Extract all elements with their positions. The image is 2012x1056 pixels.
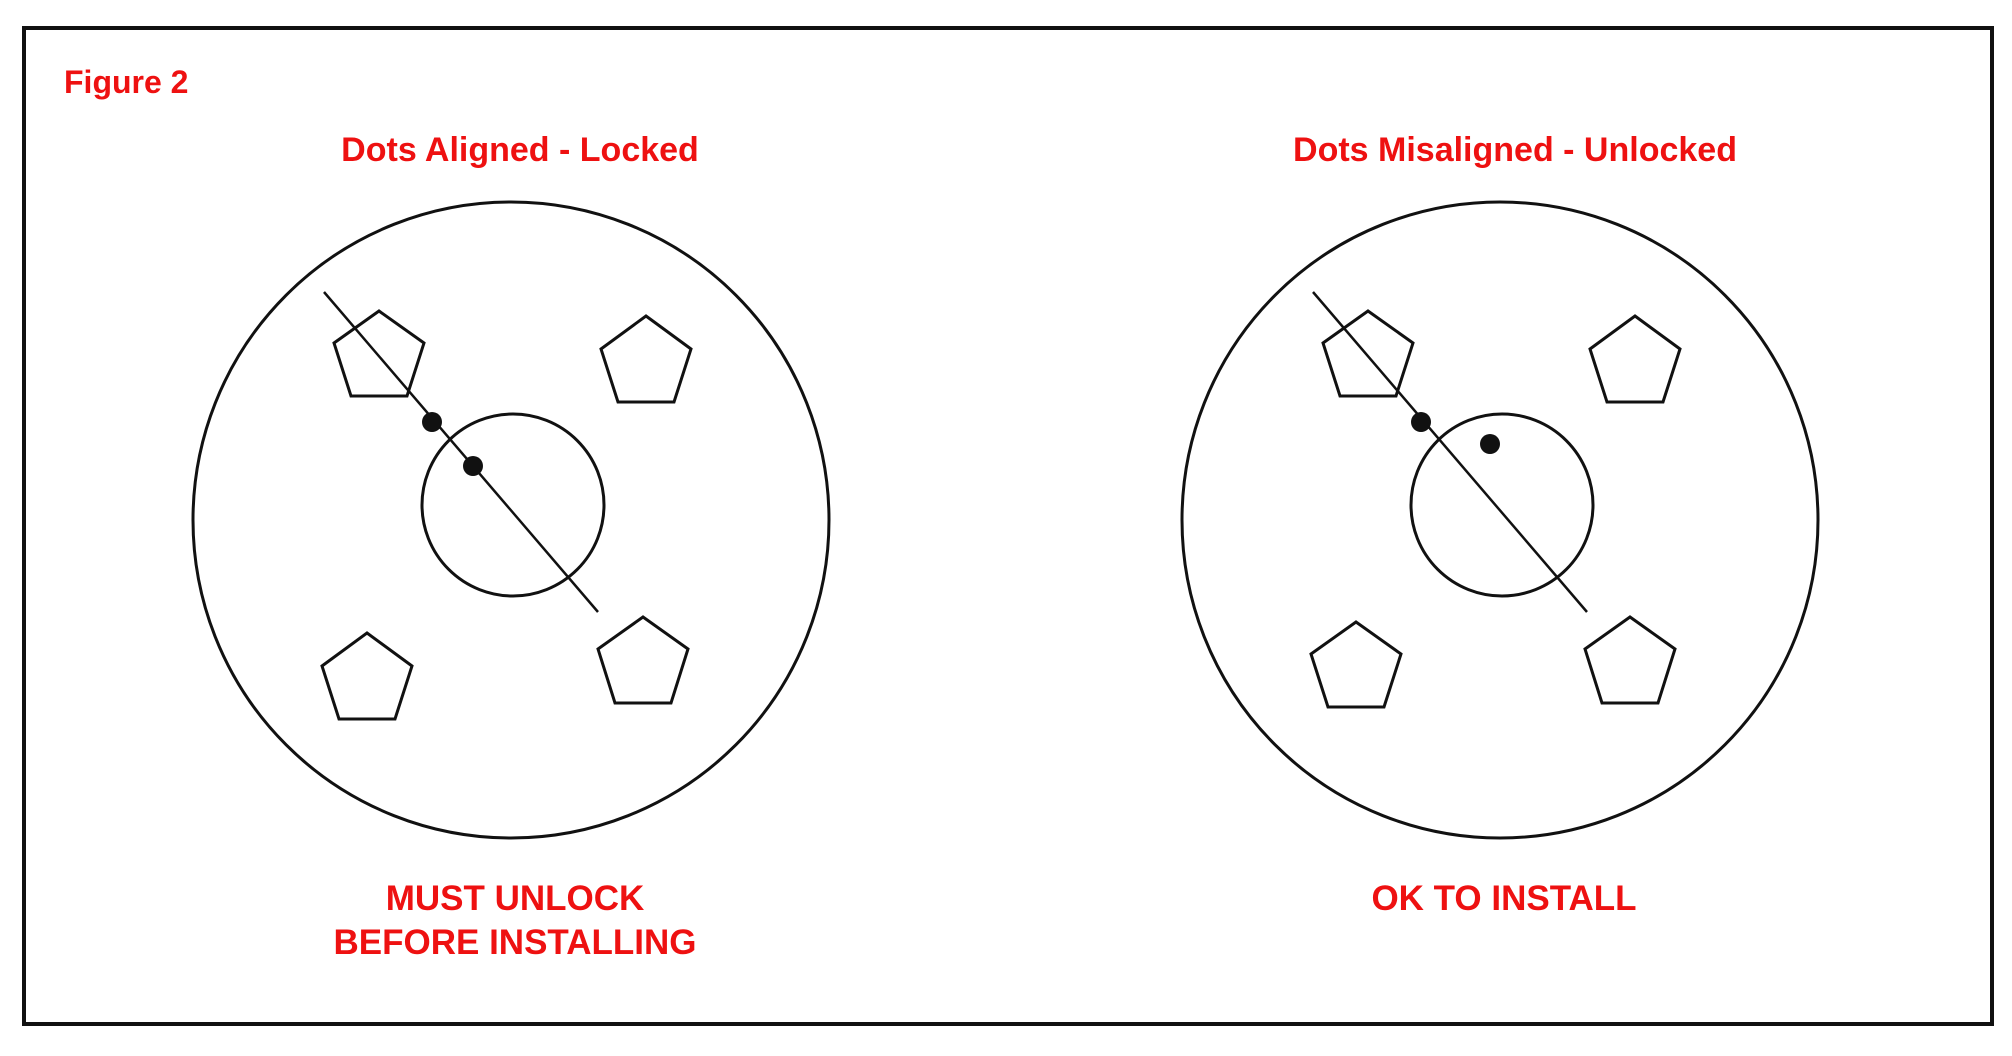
panel-title-locked: Dots Aligned - Locked xyxy=(341,131,699,169)
wheel-rim-outline xyxy=(1180,200,1820,840)
caption-line-2: BEFORE INSTALLING xyxy=(333,922,697,962)
lug-nut-bottom-left xyxy=(1309,620,1403,709)
lug-nut-bottom-left xyxy=(320,631,414,721)
caption-line-1: MUST UNLOCK xyxy=(385,879,645,918)
hub-outline xyxy=(420,412,606,598)
hub-dot xyxy=(463,456,483,476)
alignment-line xyxy=(323,291,599,613)
caption-line-1: OK TO INSTALL xyxy=(1371,879,1637,918)
wheel-dot xyxy=(422,412,442,432)
wheel-unlocked xyxy=(1180,200,1820,840)
wheel-dot xyxy=(1411,412,1431,432)
caption-unlocked: OK TO INSTALL xyxy=(1371,877,1636,921)
lug-nut-top-left xyxy=(332,309,426,398)
lug-nut-top-right xyxy=(1588,314,1682,404)
wheel-rim-outline xyxy=(191,200,831,840)
panel-title-unlocked: Dots Misaligned - Unlocked xyxy=(1293,131,1737,169)
hub-outline xyxy=(1409,412,1595,598)
alignment-line xyxy=(1312,291,1588,613)
hub-dot xyxy=(1480,434,1500,454)
lug-nut-top-right xyxy=(599,314,693,404)
lug-nut-top-left xyxy=(1321,309,1415,398)
lug-nut-bottom-right xyxy=(1583,615,1677,705)
wheel-locked xyxy=(191,200,831,840)
lug-nut-bottom-right xyxy=(596,615,690,705)
caption-locked: MUST UNLOCK BEFORE INSTALLING xyxy=(334,877,697,965)
figure-label: Figure 2 xyxy=(64,64,189,100)
figure-frame xyxy=(22,26,1994,1026)
